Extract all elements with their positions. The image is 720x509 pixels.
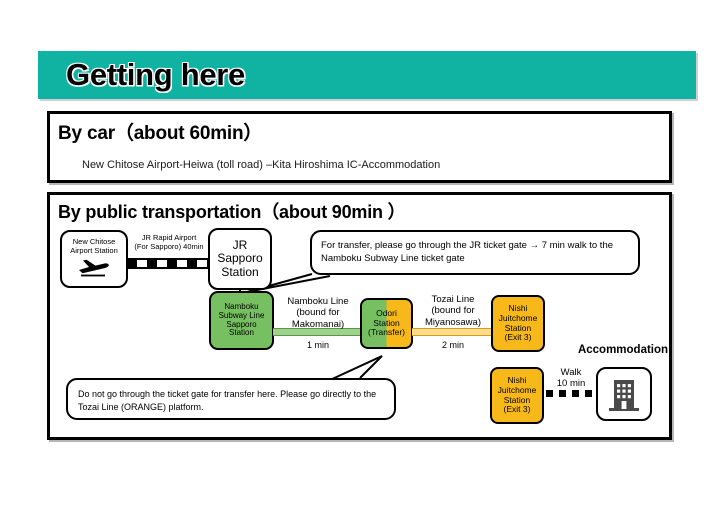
node-label: Nishi Juitchome Station (Exit 3)	[498, 303, 538, 343]
callout-text: Do not go through the ticket gate for tr…	[78, 389, 377, 413]
node-label: Nishi Juitchome Station (Exit 3)	[497, 375, 537, 415]
node-jr-sapporo-station[interactable]: JR Sapporo Station	[208, 228, 272, 290]
edge-time-namboku-line: 1 min	[306, 340, 329, 350]
edge-time-tozai-line: 2 min	[441, 340, 464, 350]
page-title: Getting here	[66, 57, 245, 92]
callout-transfer-note: For transfer, please go through the JR t…	[310, 230, 640, 275]
node-label: Odori Station (Transfer)	[368, 308, 405, 338]
by-car-heading: By car（about 60min）	[58, 123, 263, 144]
airplane-icon	[76, 259, 112, 282]
node-label: JR Sapporo Station	[217, 237, 263, 279]
connector-walk-dotted	[546, 390, 596, 397]
building-icon	[609, 377, 639, 411]
callout-text: For transfer, please go through the JR t…	[321, 240, 614, 265]
node-namboku-subway-line-sapporo-station[interactable]: Namboku Subway Line Sapporo Station	[209, 291, 274, 350]
node-odori-station-transfer[interactable]: Odori Station (Transfer)	[360, 298, 413, 349]
node-nishi-juitchome-station-upper[interactable]: Nishi Juitchome Station (Exit 3)	[491, 295, 545, 352]
edge-label-namboku-line: Namboku Line (bound for Makomanai)	[287, 296, 349, 330]
node-nishi-juitchome-station-lower[interactable]: Nishi Juitchome Station (Exit 3)	[490, 367, 544, 424]
node-accommodation[interactable]	[596, 367, 652, 421]
edge-label-jr-rapid: JR Rapid Airport (For Sapporo) 40min	[134, 233, 204, 251]
edge-label-tozai-line: Tozai Line (bound for Miyanosawa)	[425, 294, 481, 328]
railway-connector-jr	[127, 258, 209, 269]
callout-warning-note: Do not go through the ticket gate for tr…	[66, 378, 396, 420]
connector-tozai-line	[412, 328, 492, 336]
node-label: New Chitose Airport Station	[70, 237, 118, 256]
by-car-section	[47, 111, 672, 183]
connector-namboku-line	[273, 328, 361, 336]
title-banner	[38, 51, 696, 99]
edge-label-walk: Walk 10 min	[556, 367, 586, 390]
accommodation-label: Accommodation	[577, 344, 669, 356]
by-car-route-text: New Chitose Airport-Heiwa (toll road) –K…	[82, 159, 441, 171]
node-label: Namboku Subway Line Sapporo Station	[218, 301, 265, 338]
node-new-chitose-airport-station[interactable]: New Chitose Airport Station	[60, 230, 128, 288]
by-public-transportation-heading: By public transportation（about 90min ）	[58, 202, 406, 222]
